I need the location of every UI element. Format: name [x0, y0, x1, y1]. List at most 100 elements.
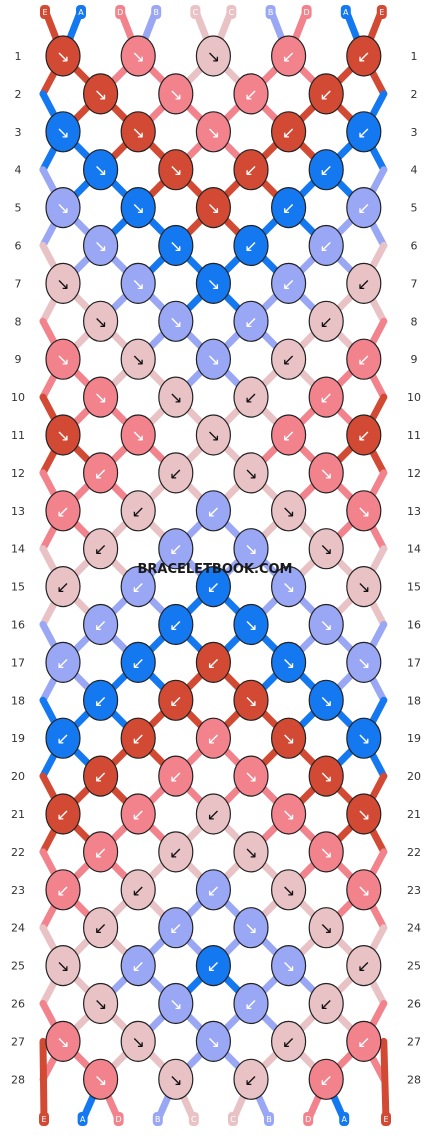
- knot-arrow-icon: ↘: [319, 464, 332, 483]
- knot-arrow-icon: ↘: [357, 805, 370, 824]
- knot-arrow-icon: ↙: [169, 919, 182, 938]
- knot-arrow-icon: ↙: [357, 350, 370, 369]
- row-number-right: 12: [407, 467, 421, 480]
- knot-arrow-icon: ↙: [169, 767, 182, 786]
- knot-arrow-icon: ↙: [94, 767, 107, 786]
- row-number-left: 3: [15, 126, 22, 139]
- strand-top-label: A: [78, 8, 84, 17]
- knot: [45, 641, 81, 684]
- knot: [346, 111, 382, 153]
- knot-arrow-icon: ↘: [282, 805, 295, 824]
- knot: [82, 1058, 119, 1100]
- knot: [120, 869, 156, 911]
- knot: [346, 187, 382, 229]
- knot: [271, 338, 307, 380]
- row-number-right: 27: [407, 1035, 421, 1048]
- knot: [158, 679, 194, 721]
- knot: [346, 641, 382, 684]
- knot-arrow-icon: ↙: [244, 161, 257, 180]
- row-number-left: 1: [15, 50, 22, 63]
- knot-arrow-icon: ↘: [56, 957, 69, 976]
- knot: [45, 262, 81, 304]
- row-number-left: 16: [11, 619, 25, 632]
- knot-arrow-icon: ↘: [357, 881, 370, 900]
- knot: [308, 149, 344, 191]
- knot-arrow-icon: ↘: [169, 237, 182, 256]
- strand-top-cap: [340, 5, 351, 19]
- knot: [233, 831, 269, 873]
- knot: [346, 944, 382, 987]
- row-number-left: 11: [11, 429, 25, 442]
- knot: [45, 414, 81, 456]
- knot: [308, 1058, 344, 1100]
- knot-arrow-icon: ↙: [207, 502, 220, 521]
- row-number-left: 2: [15, 88, 22, 101]
- knot-arrow-icon: ↘: [357, 578, 370, 597]
- knot-arrow-icon: ↘: [282, 578, 295, 597]
- strand-bottom-label: C: [191, 1115, 197, 1124]
- knot-arrow-icon: ↙: [357, 426, 370, 445]
- knot-arrow-icon: ↙: [56, 578, 69, 597]
- knot-arrow-icon: ↘: [56, 274, 69, 293]
- knot-arrow-icon: ↘: [169, 1070, 182, 1089]
- knot-arrow-icon: ↙: [169, 464, 182, 483]
- knot: [120, 490, 156, 532]
- knot: [120, 262, 156, 304]
- knot: [82, 376, 119, 418]
- row-number-left: 19: [11, 732, 25, 745]
- strand-bottom-cap: [113, 1112, 124, 1126]
- strand-bottom-cap: [152, 1112, 163, 1126]
- knot: [45, 717, 81, 759]
- knot: [308, 376, 344, 418]
- knot-arrow-icon: ↙: [319, 85, 332, 104]
- knot: [233, 73, 269, 115]
- knot: [45, 793, 81, 835]
- row-number-right: 25: [407, 960, 421, 973]
- knot: [233, 679, 269, 721]
- knot-arrow-icon: ↙: [94, 464, 107, 483]
- strand-top-label: E: [42, 8, 47, 17]
- knot: [346, 1020, 382, 1063]
- knot: [195, 717, 231, 759]
- knot: [195, 944, 231, 987]
- row-number-right: 1: [411, 50, 418, 63]
- knot-arrow-icon: ↘: [282, 957, 295, 976]
- row-number-left: 18: [11, 694, 25, 707]
- knot-arrow-icon: ↙: [282, 123, 295, 142]
- knot-arrow-icon: ↘: [169, 85, 182, 104]
- knot: [45, 869, 81, 911]
- row-number-right: 11: [407, 429, 421, 442]
- knot: [158, 1058, 194, 1100]
- row-number-left: 21: [11, 808, 25, 821]
- row-number-left: 23: [11, 884, 25, 897]
- knot: [82, 982, 119, 1025]
- knot: [233, 452, 269, 494]
- strand-bottom-cap: [39, 1112, 49, 1126]
- strand-bottom-label: A: [80, 1115, 86, 1124]
- strand-bottom: [39, 1037, 48, 1124]
- knot: [271, 944, 307, 987]
- row-number-right: 4: [411, 164, 418, 177]
- knot: [82, 300, 119, 342]
- knot-arrow-icon: ↘: [244, 843, 257, 862]
- knot: [308, 300, 344, 342]
- knot: [158, 376, 194, 418]
- knot: [82, 679, 119, 721]
- knot-arrow-icon: ↙: [357, 199, 370, 218]
- knot-arrow-icon: ↙: [131, 881, 144, 900]
- strand-top-label: D: [304, 8, 310, 17]
- row-number-left: 13: [11, 505, 25, 518]
- knot: [233, 755, 269, 797]
- knot-arrow-icon: ↙: [207, 957, 220, 976]
- knot: [45, 35, 81, 77]
- knot: [233, 907, 269, 949]
- knot-arrow-icon: ↘: [169, 995, 182, 1014]
- knot-arrow-icon: ↘: [319, 919, 332, 938]
- knot-arrow-icon: ↘: [207, 350, 220, 369]
- strand-top-label: D: [117, 8, 123, 17]
- knot-arrow-icon: ↙: [244, 388, 257, 407]
- knot-arrow-icon: ↘: [56, 123, 69, 142]
- strand-top-cap: [76, 5, 86, 19]
